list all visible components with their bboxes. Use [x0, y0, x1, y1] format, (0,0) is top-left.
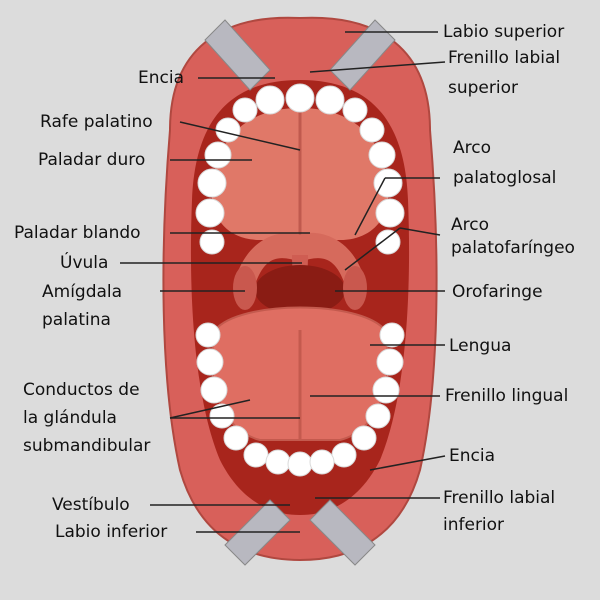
label-arco-palatoglosal-line2: palatoglosal: [453, 168, 557, 188]
tonsil-left: [233, 266, 257, 310]
label-amigdala-line1: Amígdala: [42, 282, 123, 302]
label-frenillo-lingual: Frenillo lingual: [445, 386, 569, 406]
label-conductos-line1: Conductos de: [23, 380, 140, 400]
label-frenillo-labial-inferior-line2: inferior: [443, 515, 505, 535]
lower-teeth: [195, 322, 405, 477]
oropharynx: [255, 265, 345, 315]
label-labio-superior: Labio superior: [443, 22, 565, 42]
label-encia-superior: Encia: [138, 68, 185, 88]
label-conductos-line3: submandibular: [23, 436, 151, 456]
label-encia-inferior: Encia: [449, 446, 496, 466]
label-arco-palatofaringeo-line2: palatofaríngeo: [451, 238, 575, 258]
label-paladar-duro: Paladar duro: [38, 150, 146, 170]
label-amigdala-line2: palatina: [42, 310, 111, 330]
label-frenillo-labial-superior-line2: superior: [448, 78, 518, 98]
label-frenillo-labial-inferior-line1: Frenillo labial: [443, 488, 556, 508]
label-labio-inferior: Labio inferior: [55, 522, 168, 542]
label-frenillo-labial-superior-line1: Frenillo labial: [448, 48, 561, 68]
label-paladar-blando: Paladar blando: [14, 223, 141, 243]
label-rafe-palatino: Rafe palatino: [40, 112, 153, 132]
label-vestibulo: Vestíbulo: [52, 495, 130, 515]
upper-teeth: [195, 83, 405, 255]
label-conductos-line2: la glándula: [23, 408, 117, 428]
label-arco-palatoglosal-line1: Arco: [453, 138, 491, 158]
tonsil-right: [343, 266, 367, 310]
leader-lines: [120, 31, 446, 533]
label-lengua: Lengua: [449, 336, 512, 356]
label-orofaringe: Orofaringe: [452, 282, 543, 302]
label-uvula: Úvula: [60, 253, 109, 273]
label-arco-palatofaringeo-line1: Arco: [451, 215, 489, 235]
